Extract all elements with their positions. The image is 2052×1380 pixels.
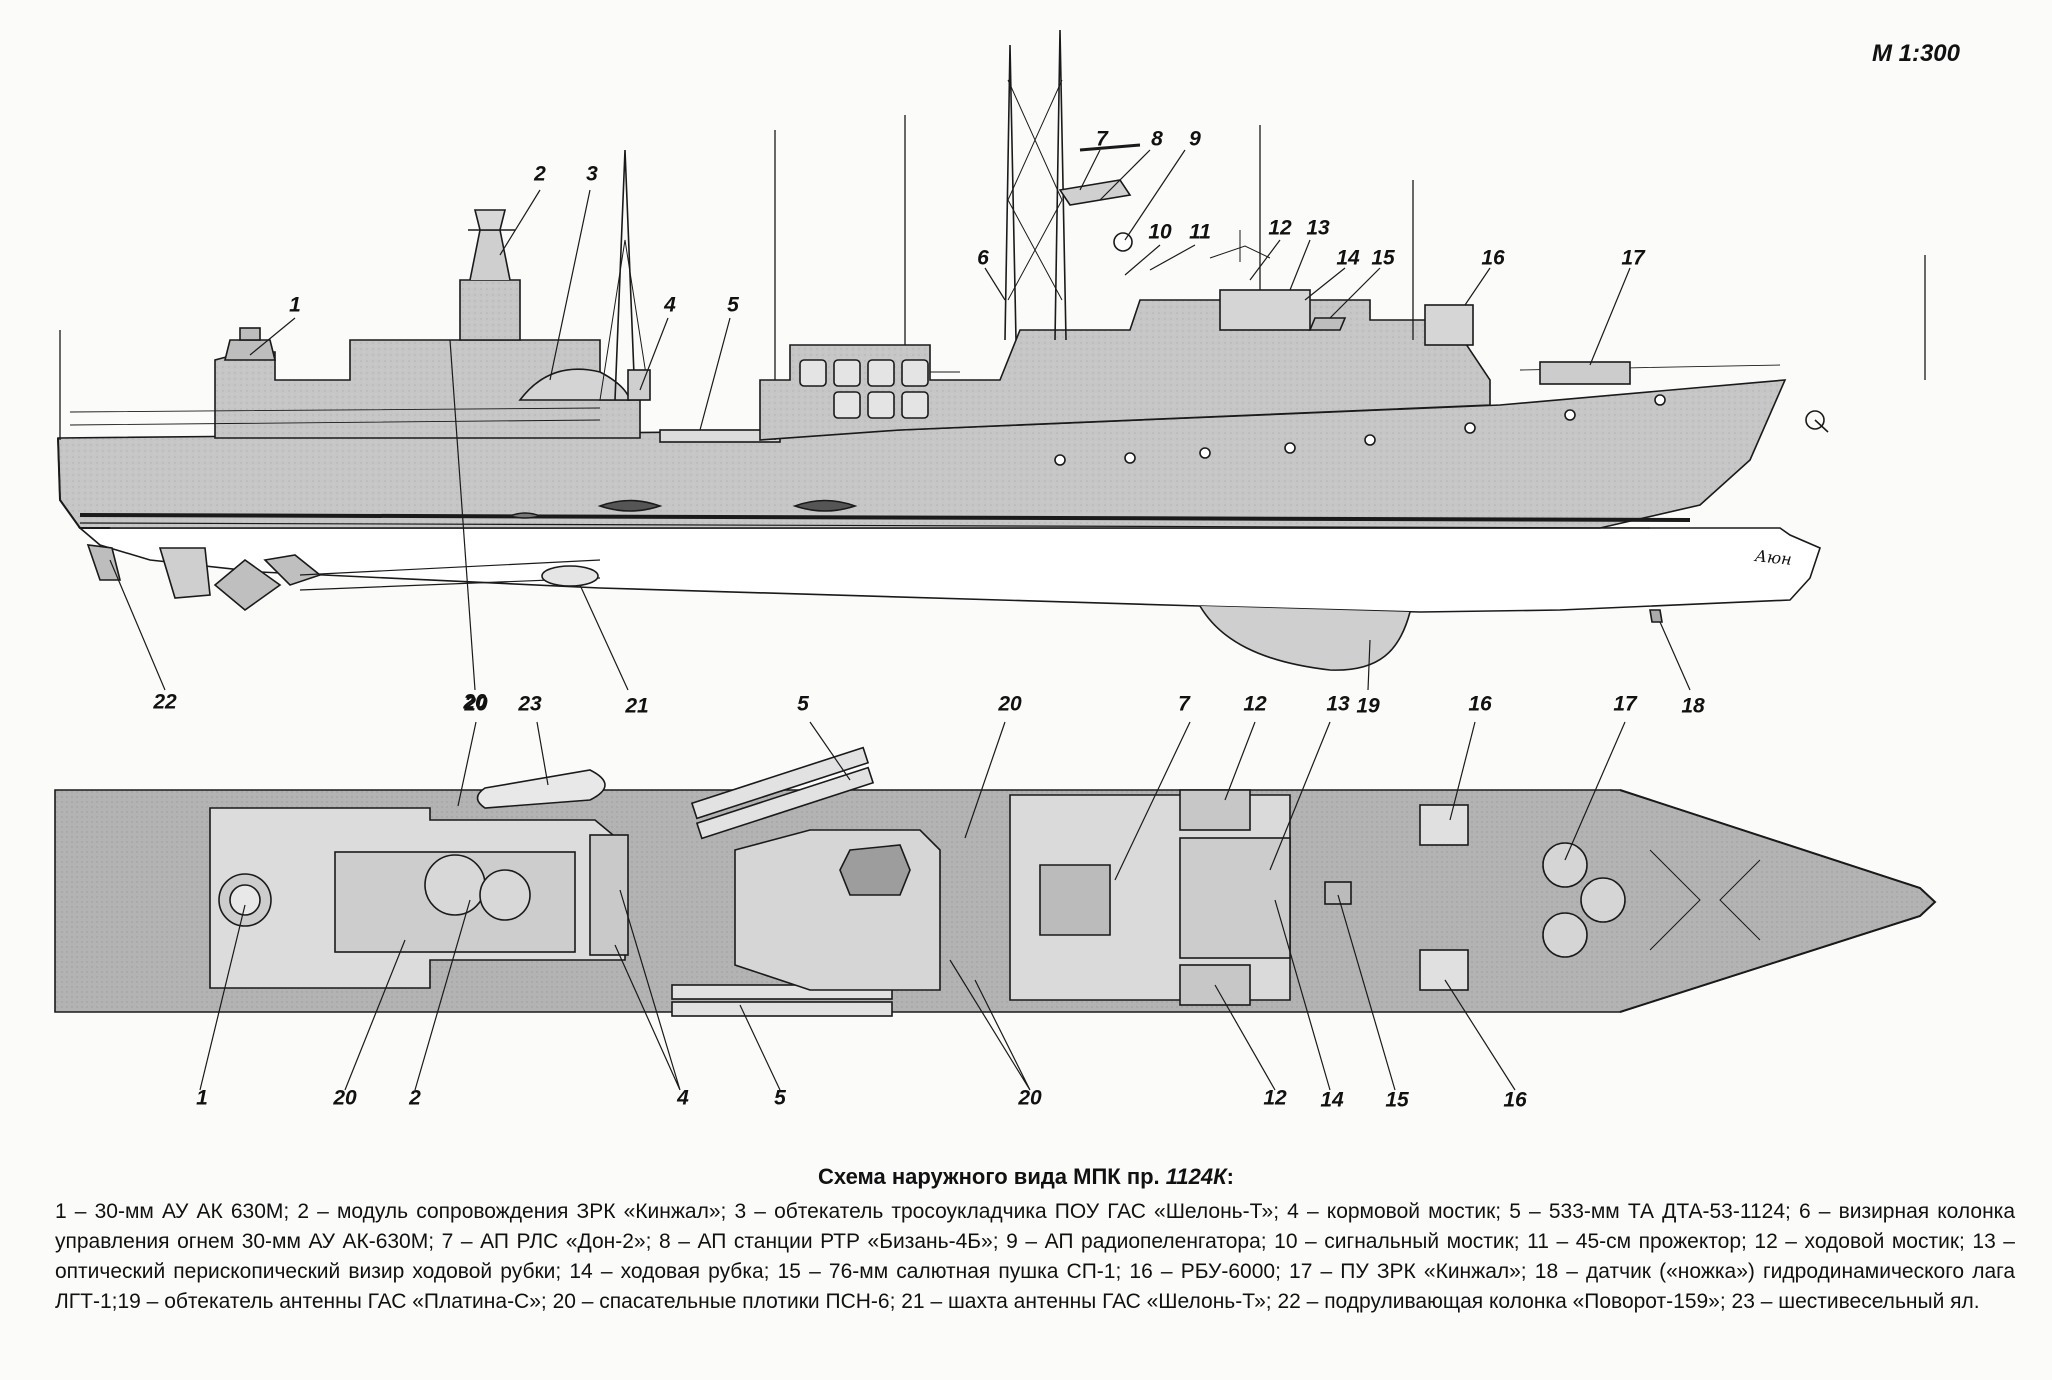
saluting-gun bbox=[1308, 317, 1347, 331]
sonar-shaft bbox=[541, 565, 599, 587]
main-mast bbox=[1004, 44, 1017, 341]
plan-label-20-c: 20 bbox=[333, 1086, 357, 1110]
sonar-dome bbox=[1199, 605, 1411, 671]
plan-label-12-b: 12 bbox=[1263, 1086, 1287, 1110]
side-label-21: 21 bbox=[625, 694, 649, 718]
scale-label: М 1:300 bbox=[1871, 40, 1960, 67]
rbu-6000 bbox=[1424, 304, 1474, 346]
side-label-22: 22 bbox=[153, 690, 177, 714]
artist-signature: Аюн bbox=[1754, 546, 1793, 569]
side-label-4: 4 bbox=[664, 293, 676, 317]
plan-yawl bbox=[476, 769, 606, 809]
caption-project: 1124К bbox=[1165, 1164, 1227, 1189]
plan-label-5-b: 5 bbox=[774, 1086, 786, 1110]
module-kinzhal bbox=[459, 279, 521, 341]
wheelhouse bbox=[1219, 289, 1311, 331]
kinzhal-launcher bbox=[1539, 361, 1631, 385]
side-label-11: 11 bbox=[1189, 220, 1211, 244]
plan-label-5-a: 5 bbox=[797, 692, 809, 716]
plan-kinzhal-3 bbox=[1542, 912, 1588, 958]
ship-drawing bbox=[54, 29, 1937, 1091]
side-label-8: 8 bbox=[1151, 127, 1163, 151]
side-label-7: 7 bbox=[1096, 127, 1108, 151]
plan-label-20-d: 20 bbox=[1018, 1086, 1042, 1110]
aft-mast bbox=[614, 149, 636, 401]
side-label-12: 12 bbox=[1268, 216, 1292, 240]
plan-label-16-b: 16 bbox=[1503, 1088, 1527, 1112]
side-label-20: 20 bbox=[463, 690, 487, 714]
side-label-15: 15 bbox=[1371, 246, 1395, 270]
plan-label-7: 7 bbox=[1178, 692, 1190, 716]
side-label-13: 13 bbox=[1306, 216, 1330, 240]
gun-ak630-aft bbox=[223, 339, 277, 361]
plan-label-15: 15 bbox=[1385, 1088, 1409, 1112]
plan-kinzhal-2 bbox=[1580, 877, 1626, 923]
propeller bbox=[213, 554, 322, 612]
plan-fwd-superstructure bbox=[734, 829, 941, 991]
plan-radar-mast bbox=[1039, 864, 1111, 936]
plan-rbu-6000-port bbox=[1419, 804, 1469, 846]
caption-tail: : bbox=[1226, 1164, 1234, 1189]
fairing bbox=[518, 368, 632, 401]
fwd-superstructure bbox=[759, 299, 1491, 441]
plan-label-23: 23 bbox=[518, 692, 542, 716]
plan-label-16-a: 16 bbox=[1468, 692, 1492, 716]
side-label-16: 16 bbox=[1481, 246, 1505, 270]
plan-label-14: 14 bbox=[1320, 1088, 1344, 1112]
side-label-9: 9 bbox=[1189, 127, 1201, 151]
plan-kinzhal-1 bbox=[1542, 842, 1588, 888]
plan-label-1: 1 bbox=[196, 1086, 208, 1110]
caption-text: Схема наружного вида МПК пр. bbox=[818, 1164, 1166, 1189]
plan-label-20-a: 20 bbox=[464, 692, 488, 716]
rudder bbox=[158, 547, 211, 599]
plan-label-17: 17 bbox=[1613, 692, 1637, 716]
side-label-5: 5 bbox=[727, 293, 739, 317]
side-label-3: 3 bbox=[586, 162, 598, 186]
side-label-14: 14 bbox=[1336, 246, 1360, 270]
side-label-10: 10 bbox=[1148, 220, 1172, 244]
side-view bbox=[54, 29, 1937, 1091]
side-label-19: 19 bbox=[1356, 694, 1380, 718]
plan-label-20-b: 20 bbox=[998, 692, 1022, 716]
underwater-hull bbox=[77, 527, 1821, 613]
plan-rbu-6000-stbd bbox=[1419, 949, 1469, 991]
legend-text: 1 – 30-мм АУ АК 630М; 2 – модуль сопрово… bbox=[55, 1200, 2015, 1313]
side-label-18: 18 bbox=[1681, 694, 1705, 718]
side-label-2: 2 bbox=[534, 162, 546, 186]
plan-label-2: 2 bbox=[409, 1086, 421, 1110]
side-label-6: 6 bbox=[977, 246, 989, 270]
plan-label-12-a: 12 bbox=[1243, 692, 1267, 716]
side-label-1: 1 bbox=[289, 293, 301, 317]
figure-caption: Схема наружного вида МПК пр. 1124К: bbox=[0, 1164, 2052, 1190]
plan-label-4: 4 bbox=[677, 1086, 689, 1110]
plan-label-13: 13 bbox=[1326, 692, 1350, 716]
side-label-17: 17 bbox=[1621, 246, 1645, 270]
